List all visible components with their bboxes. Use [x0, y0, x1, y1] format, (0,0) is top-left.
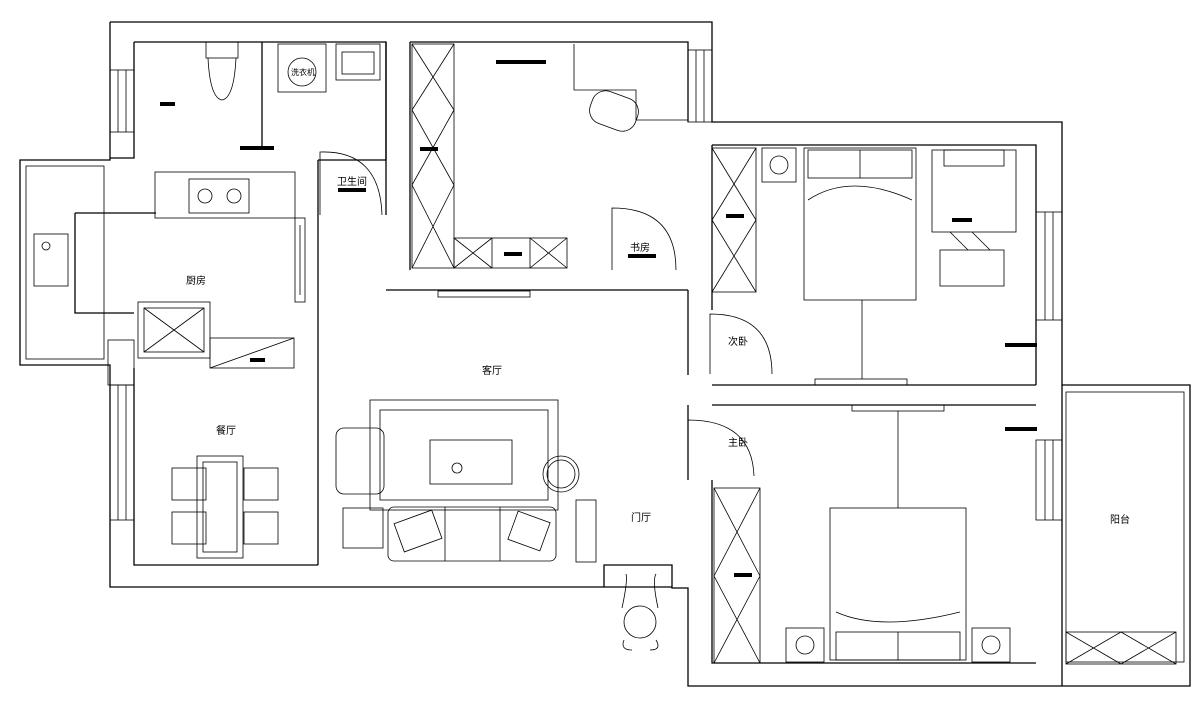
second-bedroom: 次卧	[687, 145, 1037, 386]
master-bedroom: 主卧	[687, 404, 1037, 664]
entrance: 门厅	[604, 511, 672, 651]
windows	[109, 49, 1063, 521]
dining-chair	[243, 511, 279, 545]
dining-table	[196, 455, 244, 559]
dining-chair	[243, 467, 279, 501]
study-desk	[573, 44, 688, 121]
bed-2	[803, 147, 917, 301]
kitchen-counter	[154, 171, 296, 219]
bathroom-label: 卫生间	[337, 175, 367, 188]
study-label: 书房	[630, 241, 650, 254]
dining-chair	[171, 511, 207, 545]
sofa	[387, 506, 557, 562]
nightstand-2	[761, 147, 797, 183]
study: 书房	[386, 42, 688, 291]
wardrobe-2	[711, 147, 757, 293]
study-bookcase	[411, 43, 455, 269]
balcony: 阳台	[1061, 385, 1185, 686]
living-room-label: 客厅	[482, 364, 502, 377]
coffee-area	[369, 399, 559, 511]
balcony-label: 阳台	[1110, 513, 1130, 526]
coffee-table	[429, 439, 513, 485]
study-door-swing	[611, 207, 677, 271]
bathroom-door-swing	[319, 151, 383, 216]
kitchen: 厨房	[74, 160, 319, 565]
toilet-bowl	[207, 57, 237, 101]
balcony-cabinet	[1065, 631, 1177, 665]
armchair-2	[931, 149, 1017, 233]
dining-room-label: 餐厅	[216, 424, 236, 437]
study-chair	[589, 90, 639, 132]
entrance-label: 门厅	[631, 511, 651, 524]
nightstand-master-left	[785, 627, 825, 663]
nightstand-master-right	[971, 627, 1011, 663]
floor-lamp	[542, 455, 580, 493]
toilet-tank	[205, 41, 239, 59]
master-bedroom-label: 主卧	[728, 436, 748, 449]
fridge	[137, 301, 211, 359]
master-bedroom-door-swing	[687, 419, 755, 477]
side-balcony	[25, 165, 135, 386]
armchair-living	[335, 427, 385, 495]
kitchen-label: 厨房	[186, 274, 206, 287]
side-table-2	[939, 249, 1005, 287]
second-bedroom-door-swing	[709, 313, 773, 375]
bathroom: 洗衣机 卫生间	[160, 41, 387, 216]
dining-room: 餐厅	[171, 424, 279, 559]
washing-machine	[277, 43, 327, 93]
shoe-cabinet	[575, 499, 597, 563]
dining-chair	[171, 467, 207, 501]
second-bedroom-label: 次卧	[728, 335, 748, 348]
side-table-living	[342, 507, 384, 549]
entrance-figure	[623, 605, 657, 639]
laundry-sink	[33, 233, 69, 287]
washer-label: 洗衣机	[291, 67, 315, 77]
living-room: 客厅	[335, 364, 597, 563]
wash-basin	[335, 43, 381, 81]
stove	[188, 178, 250, 214]
